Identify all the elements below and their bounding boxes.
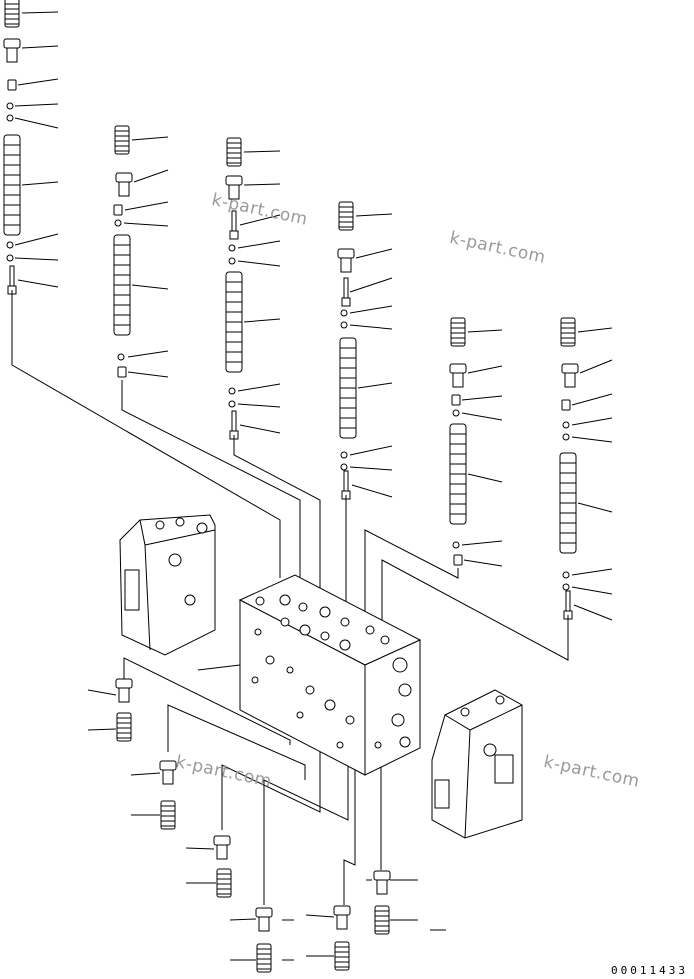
spool-assembly-5 bbox=[449, 317, 503, 567]
main-valve-body bbox=[238, 574, 422, 776]
side-view-block-left bbox=[119, 514, 216, 656]
lower-plugs-and-springs bbox=[87, 678, 446, 973]
main-body-leader bbox=[197, 664, 241, 671]
spool-assembly-6 bbox=[559, 317, 613, 621]
spool-assembly-2 bbox=[113, 125, 169, 378]
spool-assembly-1 bbox=[3, 0, 59, 295]
end-cover-right bbox=[431, 689, 523, 839]
leader-lines bbox=[11, 290, 569, 905]
spool-assembly-4 bbox=[337, 201, 393, 500]
reference-number: 00011433 bbox=[611, 964, 688, 977]
spool-assembly-3 bbox=[225, 137, 281, 440]
